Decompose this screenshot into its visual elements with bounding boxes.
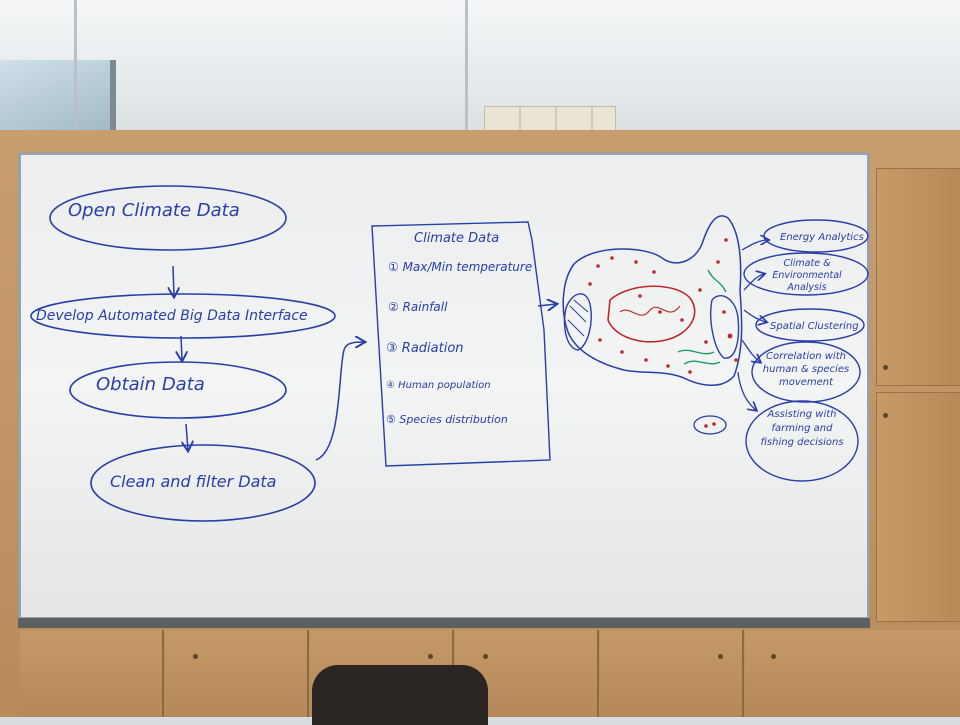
marker-tray (18, 618, 870, 628)
map-island (693, 415, 727, 435)
office-chair (312, 665, 488, 725)
cabinet-door-lower (876, 392, 960, 622)
pipeline-step-2: Develop Automated Big Data Interface (36, 308, 308, 324)
cabinet-door (600, 630, 744, 717)
whiteboard (18, 152, 870, 620)
arrow-right-icon (743, 309, 766, 322)
cabinet-door-upper (876, 168, 960, 386)
cabinet-door (20, 630, 164, 717)
output-oval (745, 400, 859, 482)
glass-partition-edge (465, 0, 468, 145)
pipeline-step-3: Obtain Data (96, 374, 205, 395)
output-oval (755, 308, 865, 342)
arrow-down-icon (181, 335, 182, 360)
climate-data-item: ③ Radiation (386, 341, 464, 356)
output-item-wrap: Assisting with farming and fishing decis… (760, 409, 844, 448)
climate-data-box (371, 221, 551, 467)
cabinet-door (745, 630, 960, 717)
output-item-wrap: Climate & Environmental Analysis (772, 258, 842, 293)
output-item: Energy Analytics (780, 232, 864, 243)
map-island (563, 293, 592, 351)
arrow-right-icon (537, 304, 556, 306)
output-item: Assisting with farming and fishing decis… (760, 409, 844, 448)
pipeline-oval (90, 444, 316, 522)
map-region (562, 215, 743, 386)
hotspot-zone (607, 285, 696, 343)
output-item: Correlation with human & species movemen… (762, 351, 850, 388)
output-oval (751, 341, 861, 403)
pipeline-step-1: Open Climate Data (68, 200, 240, 221)
climate-data-item: ④ Human population (386, 380, 491, 391)
climate-data-item: ① Max/Min temperature (388, 260, 532, 274)
map-island (710, 295, 740, 359)
output-item-wrap: Correlation with human & species movemen… (762, 351, 850, 388)
output-oval (743, 252, 869, 296)
pipeline-oval (49, 185, 287, 251)
climate-data-item: ② Rainfall (388, 300, 448, 314)
arrow-down-icon (173, 265, 174, 296)
arrow-right-icon (743, 274, 764, 291)
data-points (588, 238, 738, 428)
glass-partition-edge (74, 0, 77, 145)
pipeline-oval (30, 293, 336, 339)
arrow-right-icon (315, 342, 364, 461)
window (0, 60, 116, 140)
arrow-right-icon (737, 371, 756, 410)
output-oval (763, 219, 869, 253)
pipeline-step-4: Clean and filter Data (110, 472, 276, 491)
output-item: Climate & Environmental Analysis (772, 258, 842, 293)
arrow-right-icon (741, 339, 760, 362)
climate-data-item: ⑤ Species distribution (386, 413, 508, 426)
output-item: Spatial Clustering (770, 321, 859, 332)
ceiling (0, 0, 960, 150)
climate-data-title: Climate Data (414, 231, 499, 246)
arrow-down-icon (186, 423, 188, 450)
cabinet-door (165, 630, 309, 717)
arrow-right-icon (741, 240, 768, 251)
